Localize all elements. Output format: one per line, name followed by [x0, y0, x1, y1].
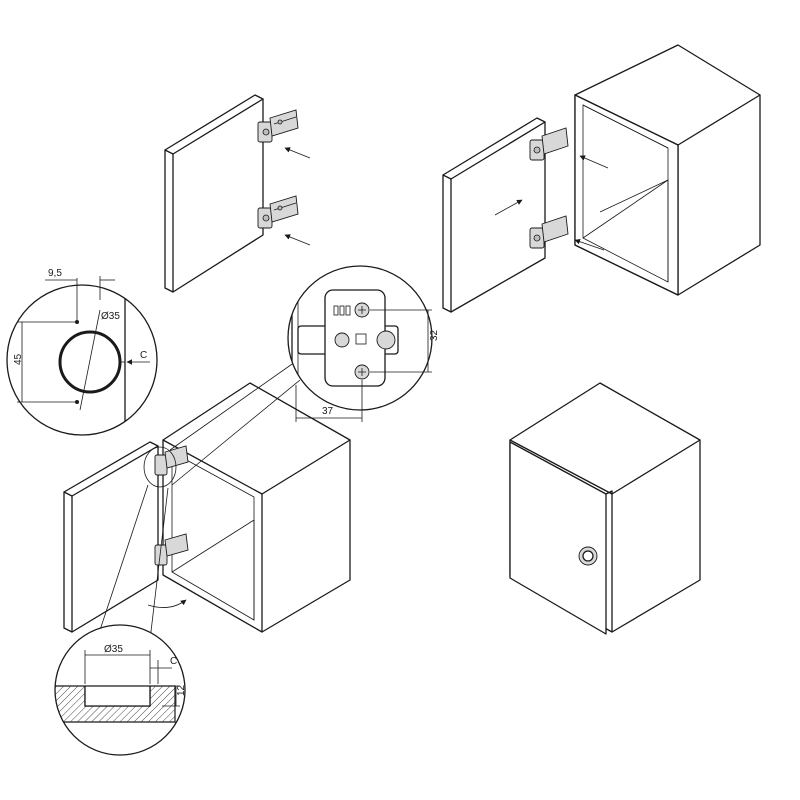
dim-diameter-section-label: Ø35	[104, 644, 123, 655]
detail-mounting-plate: 32 37	[287, 265, 440, 422]
dim-diameter-label: Ø35	[101, 311, 120, 322]
dim-45-label: 45	[13, 353, 24, 365]
dim-c-label: C	[140, 350, 147, 361]
dim-c-section-label: C	[170, 656, 177, 667]
door-with-hinges	[164, 94, 311, 293]
dim-9-5-label: 9,5	[48, 268, 62, 279]
dim-12-label: 12	[176, 684, 187, 696]
closed-cabinet	[509, 382, 701, 635]
door-and-cabinet-assembly	[442, 44, 761, 313]
detail-drilling-top: 9,5 45 Ø35 C	[6, 268, 158, 436]
dim-37-label: 37	[322, 406, 334, 417]
knob-icon	[578, 546, 598, 566]
open-cabinet	[63, 361, 351, 633]
hinge-lower-icon	[154, 533, 189, 566]
detail-drilling-section: Ø35 C 12	[54, 484, 187, 756]
hinge-lower-icon	[529, 215, 569, 249]
hinge-upper-icon	[257, 109, 299, 143]
hinge-upper-icon	[529, 127, 569, 161]
hinge-lower-icon	[257, 195, 299, 229]
dim-32-label: 32	[429, 329, 440, 341]
hinge-upper-icon	[154, 445, 189, 476]
